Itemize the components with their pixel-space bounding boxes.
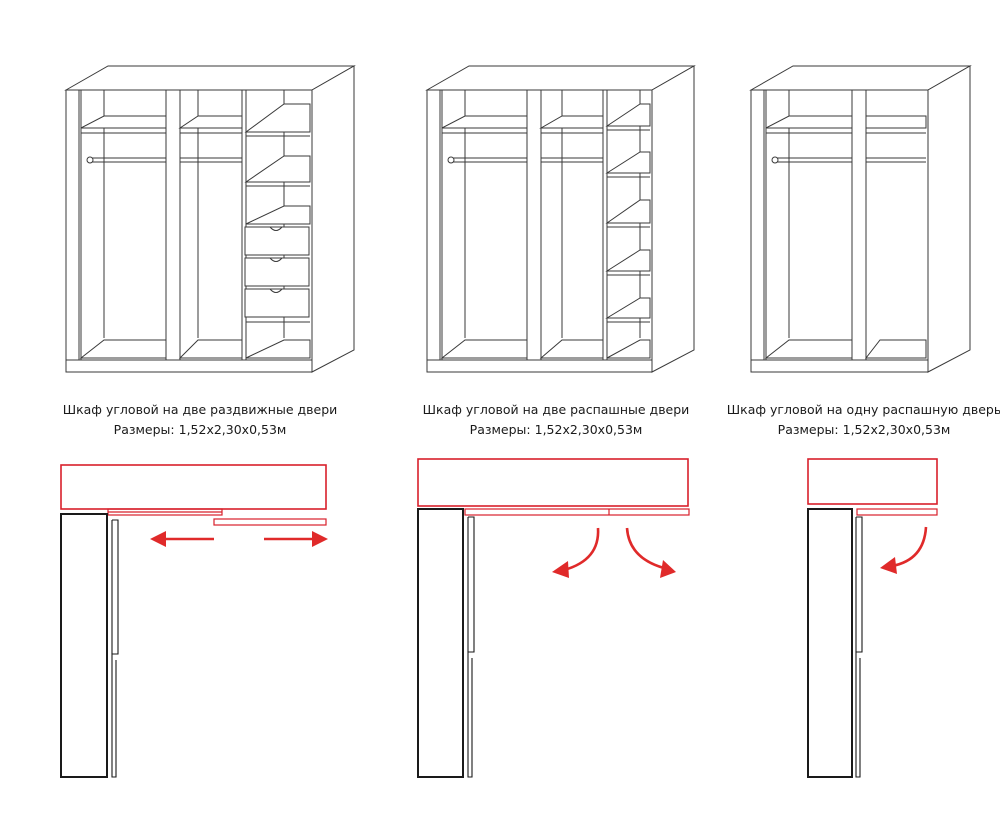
wardrobe-sliding-elevation: [64, 65, 356, 373]
swing-arrow-left-icon: [563, 527, 600, 572]
wardrobe-one-swing-elevation: [749, 65, 972, 373]
caption-size-sliding: Размеры: 1,52х2,30х0,53м: [114, 422, 287, 437]
drawer: [244, 226, 310, 256]
drawer: [244, 288, 310, 318]
swing-arrow-right-icon: [625, 527, 665, 570]
caption-size-one-swing: Размеры: 1,52х2,30х0,53м: [778, 422, 951, 437]
plan-two-swing: [417, 458, 690, 778]
plan-sliding: [60, 464, 328, 778]
swing-arrow-icon: [891, 526, 928, 568]
caption-title-one-swing: Шкаф угловой на одну распашную дверь: [727, 402, 1000, 417]
wardrobe-two-swing-elevation: [425, 65, 696, 373]
caption-title-sliding: Шкаф угловой на две раздвижные двери: [63, 402, 338, 417]
drawer: [244, 257, 310, 287]
plan-one-swing: [807, 458, 938, 778]
caption-title-two-swing: Шкаф угловой на две распашные двери: [423, 402, 690, 417]
caption-size-two-swing: Размеры: 1,52х2,30х0,53м: [470, 422, 643, 437]
